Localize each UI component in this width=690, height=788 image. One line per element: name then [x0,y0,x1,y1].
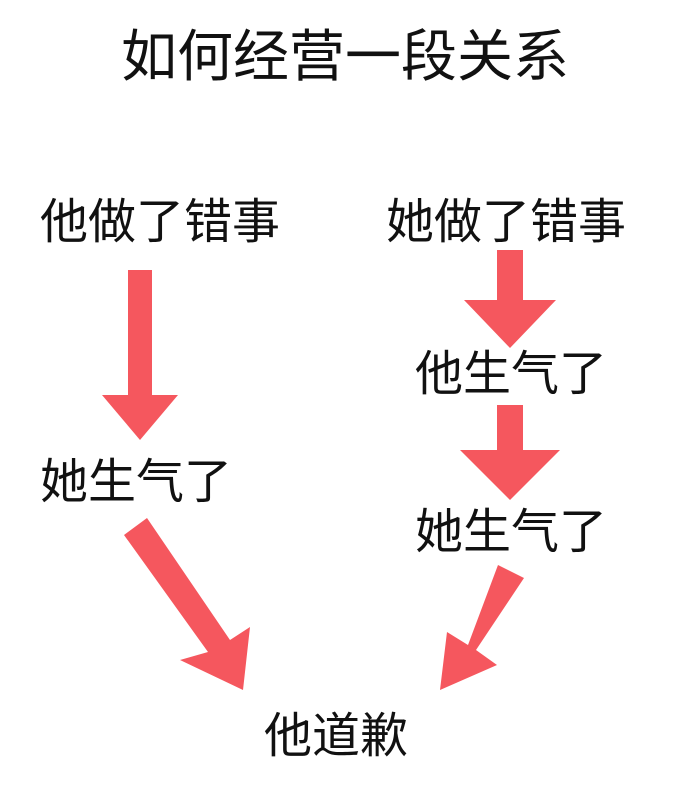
right-node-she-did-wrong: 她做了错事 [386,194,627,250]
arrow-left-down [102,270,178,440]
arrow-left-diagonal [124,518,250,690]
end-node-he-apologizes: 他道歉 [264,708,409,764]
diagram-title: 如何经营一段关系 [121,25,569,90]
right-node-she-angry: 她生气了 [415,504,608,560]
arrow-right-down-1 [464,250,556,348]
arrow-right-diagonal [440,565,524,690]
right-node-he-angry: 他生气了 [415,346,608,402]
left-node-he-did-wrong: 他做了错事 [40,194,281,250]
arrow-right-down-2 [460,405,560,500]
left-node-she-angry: 她生气了 [40,454,233,510]
